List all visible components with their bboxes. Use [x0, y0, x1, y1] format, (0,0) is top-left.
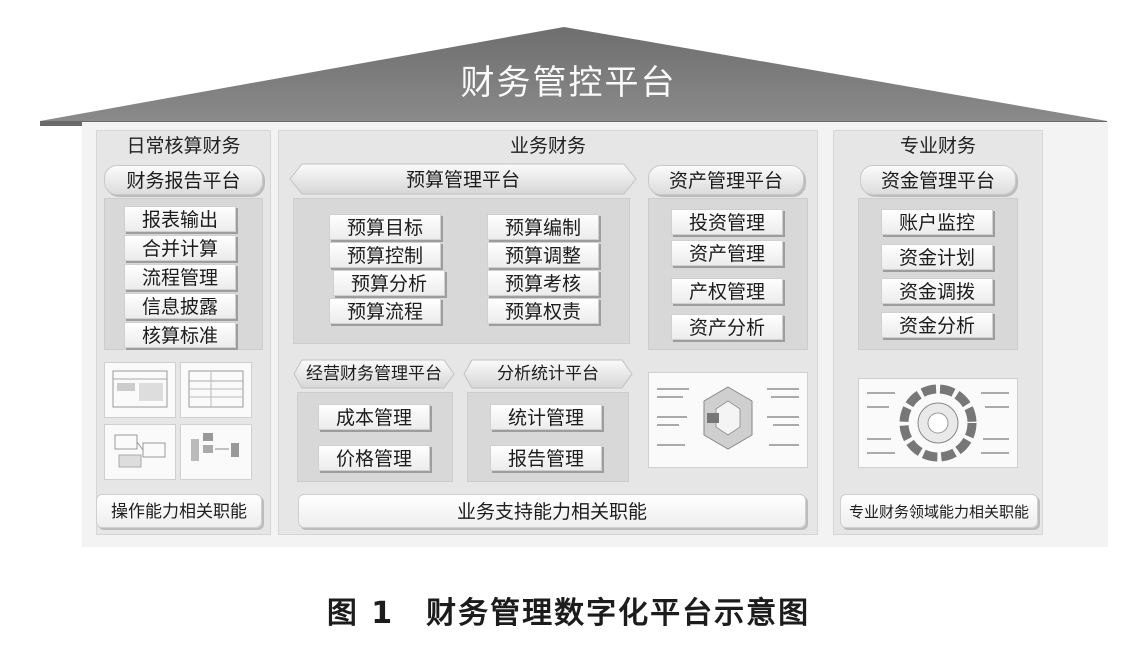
right-thumbnail: [858, 378, 1018, 468]
right-column-header: 专业财务: [899, 135, 976, 157]
left-item-process-mgmt: 流程管理: [124, 264, 236, 290]
center-column-header: 业务财务: [509, 135, 586, 157]
stats-item-report: 报告管理: [490, 445, 602, 471]
center-footer: 业务支持能力相关职能: [298, 494, 806, 528]
right-footer: 专业财务领域能力相关职能: [840, 494, 1038, 528]
figure-caption: 图 1 财务管理数字化平台示意图: [326, 596, 811, 631]
financial-report-platform: 财务报告平台: [104, 165, 263, 195]
left-thumbnail: [180, 424, 252, 480]
budget-item-responsibility: 预算权责: [487, 298, 599, 324]
left-thumbnail: [104, 424, 176, 480]
asset-item-asset-mgmt: 资产管理: [671, 240, 783, 266]
center-thumbnail: [648, 372, 808, 468]
left-column-header: 日常核算财务: [126, 135, 241, 157]
fund-item-allocation: 资金调拨: [881, 278, 993, 304]
fund-platform: 资金管理平台: [860, 165, 1016, 195]
budget-item-adjust: 预算调整: [487, 242, 599, 268]
budget-item-target: 预算目标: [329, 214, 441, 240]
budget-item-control: 预算控制: [329, 242, 441, 268]
left-thumbnail: [104, 362, 176, 418]
budget-item-analysis: 预算分析: [333, 270, 445, 296]
asset-platform: 资产管理平台: [648, 165, 804, 195]
stats-platform-label: 分析统计平台: [497, 364, 599, 384]
stats-platform-arrow: [463, 359, 633, 389]
asset-item-analysis: 资产分析: [671, 314, 783, 340]
operation-item-cost: 成本管理: [318, 404, 430, 430]
left-item-report-output: 报表输出: [124, 206, 236, 232]
budget-platform-arrow: [289, 163, 637, 195]
fund-item-account-monitor: 账户监控: [881, 209, 993, 235]
operation-platform-label: 经营财务管理平台: [306, 364, 442, 384]
budget-item-compile: 预算编制: [487, 214, 599, 240]
platform-title: 财务管控平台: [460, 63, 677, 103]
left-item-accounting-standards: 核算标准: [124, 322, 236, 348]
stats-item-statistics: 统计管理: [490, 404, 602, 430]
asset-item-investment: 投资管理: [671, 209, 783, 235]
left-item-consolidation: 合并计算: [124, 235, 236, 261]
budget-item-process: 预算流程: [329, 298, 441, 324]
operation-item-price: 价格管理: [318, 445, 430, 471]
left-footer: 操作能力相关职能: [96, 494, 262, 528]
budget-item-assessment: 预算考核: [487, 270, 599, 296]
operation-platform-arrow: [293, 359, 455, 389]
fund-item-analysis: 资金分析: [881, 312, 993, 338]
left-thumbnail: [180, 362, 252, 418]
fund-item-plan: 资金计划: [881, 244, 993, 270]
left-item-disclosure: 信息披露: [124, 293, 236, 319]
budget-platform-label: 预算管理平台: [405, 169, 520, 191]
asset-item-property-rights: 产权管理: [671, 278, 783, 304]
